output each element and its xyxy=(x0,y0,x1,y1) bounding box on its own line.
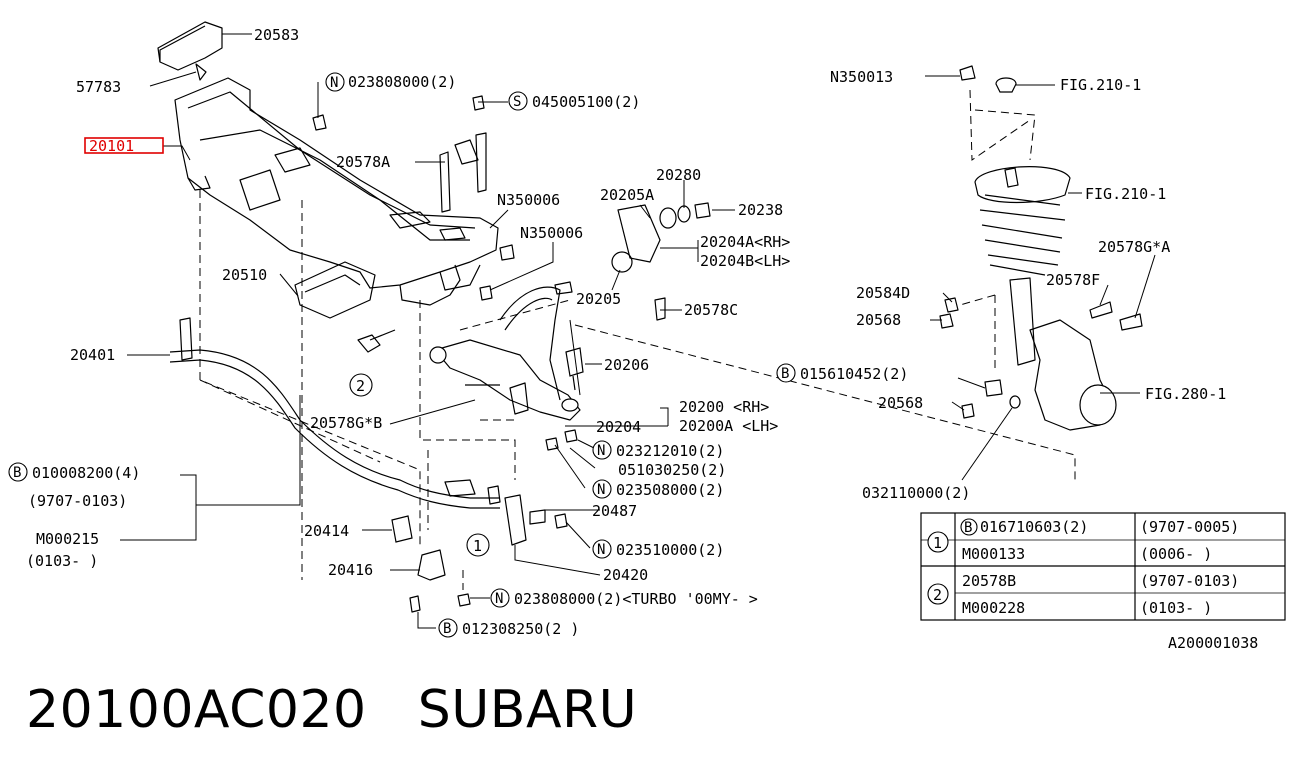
label-051030250: 051030250(2) xyxy=(618,461,726,479)
label-20420: 20420 xyxy=(603,566,648,584)
n-circle-icon-4 xyxy=(592,479,612,499)
b-circle-icon-2 xyxy=(438,618,458,638)
lower-arm-drawing xyxy=(429,202,711,451)
label-20204A: 20204A<RH> xyxy=(700,233,790,251)
strut-drawing xyxy=(939,65,1143,431)
figure-code: A200001038 xyxy=(1168,634,1259,652)
label-fig280-1: FIG.280-1 xyxy=(1145,385,1226,403)
part-labels: 20583 57783 20101 N 023808000(2) S 04500… xyxy=(8,26,1226,638)
b-circle-icon-3 xyxy=(776,363,796,383)
table-row-2-range: (0006- ) xyxy=(1140,545,1212,563)
highlight-box xyxy=(84,137,164,154)
table-row-4-part: M000228 xyxy=(962,599,1025,617)
table-ref-circle-2 xyxy=(927,583,949,605)
n-circle-icon-2 xyxy=(490,588,510,608)
label-023212010: 023212010(2) xyxy=(616,442,724,460)
ref-circle-1 xyxy=(466,533,490,557)
label-57783: 57783 xyxy=(76,78,121,96)
label-20414: 20414 xyxy=(304,522,349,540)
label-20200: 20200 <RH> xyxy=(679,398,769,416)
label-20487: 20487 xyxy=(592,502,637,520)
label-20205A: 20205A xyxy=(600,186,654,204)
n-letter-3: N xyxy=(597,542,605,558)
s-circle-icon xyxy=(508,91,528,111)
label-m000215: M000215 xyxy=(36,530,99,548)
label-023508000: 023508000(2) xyxy=(616,481,724,499)
crossmember-drawing xyxy=(157,21,515,353)
ref-circle-2 xyxy=(349,373,373,397)
label-20578GB: 20578G*B xyxy=(310,414,382,432)
label-20205: 20205 xyxy=(576,290,621,308)
label-012308250: 012308250(2 ) xyxy=(462,620,579,638)
assembly-lines xyxy=(199,89,1076,590)
label-20238: 20238 xyxy=(738,201,783,219)
table-row-3-ref: 2 xyxy=(933,586,942,604)
label-0103: (0103- ) xyxy=(26,552,98,570)
label-20578C: 20578C xyxy=(684,301,738,319)
table-b-circle-icon xyxy=(960,518,978,536)
label-20568-b: 20568 xyxy=(878,394,923,412)
b-circle-icon xyxy=(8,462,28,482)
label-20578A: 20578A xyxy=(336,153,390,171)
table-row-3-range: (9707-0103) xyxy=(1140,572,1239,590)
label-023808000: 023808000(2) xyxy=(348,73,456,91)
label-9707-0103: (9707-0103) xyxy=(28,492,127,510)
label-015610452: 015610452(2) xyxy=(800,365,908,383)
n-letter: N xyxy=(330,75,338,91)
ref-number-2: 2 xyxy=(356,377,365,395)
label-n350006-a: N350006 xyxy=(497,191,560,209)
label-20401: 20401 xyxy=(70,346,115,364)
label-20200A: 20200A <LH> xyxy=(679,417,778,435)
label-20510: 20510 xyxy=(222,266,267,284)
reference-markers: 2 1 xyxy=(349,373,490,557)
label-20204: 20204 xyxy=(596,418,641,436)
label-fig210-1-a: FIG.210-1 xyxy=(1060,76,1141,94)
label-032110000: 032110000(2) xyxy=(862,484,970,502)
n-letter-2: N xyxy=(495,591,503,607)
variant-table: 1 2 B 016710603(2) (9707-0005) M000133 (… xyxy=(920,512,1286,621)
label-20578F: 20578F xyxy=(1046,271,1100,289)
n-circle-icon-5 xyxy=(592,440,612,460)
table-row-1-range: (9707-0005) xyxy=(1140,518,1239,536)
label-20583: 20583 xyxy=(254,26,299,44)
label-fig210-1-b: FIG.210-1 xyxy=(1085,185,1166,203)
n-circle-icon xyxy=(325,72,345,92)
table-row-2-part: M000133 xyxy=(962,545,1025,563)
leader-lines xyxy=(120,33,1156,629)
b-letter: B xyxy=(13,465,21,481)
label-n350006-b: N350006 xyxy=(520,224,583,242)
b-letter-2: B xyxy=(443,621,451,637)
s-letter: S xyxy=(513,94,521,110)
label-20206: 20206 xyxy=(604,356,649,374)
table-row-4-range: (0103- ) xyxy=(1140,599,1212,617)
label-023510000: 023510000(2) xyxy=(616,541,724,559)
label-20204B: 20204B<LH> xyxy=(700,252,790,270)
stabilizer-drawing xyxy=(169,317,568,613)
label-20568-a: 20568 xyxy=(856,311,901,329)
label-023808000-turbo: 023808000(2)<TURBO '00MY- > xyxy=(514,590,758,608)
label-045005100: 045005100(2) xyxy=(532,93,640,111)
n-circle-icon-3 xyxy=(592,539,612,559)
label-010008200: 010008200(4) xyxy=(32,464,140,482)
label-20280: 20280 xyxy=(656,166,701,184)
n-letter-4: N xyxy=(597,482,605,498)
label-n350013: N350013 xyxy=(830,68,893,86)
table-row-1-ref: 1 xyxy=(933,534,942,552)
label-20101-highlighted: 20101 xyxy=(89,137,134,155)
part-caption: 20100AC020 SUBARU xyxy=(26,680,638,740)
table-b-letter: B xyxy=(964,520,972,536)
label-20416: 20416 xyxy=(328,561,373,579)
ref-number-1: 1 xyxy=(473,537,482,555)
b-letter-3: B xyxy=(781,366,789,382)
table-ref-circle-1 xyxy=(927,531,949,553)
table-row-3-part: 20578B xyxy=(962,572,1016,590)
n-letter-5: N xyxy=(597,443,605,459)
label-20584D: 20584D xyxy=(856,284,910,302)
table-row-1-part: 016710603(2) xyxy=(980,518,1088,536)
label-20578GA: 20578G*A xyxy=(1098,238,1170,256)
